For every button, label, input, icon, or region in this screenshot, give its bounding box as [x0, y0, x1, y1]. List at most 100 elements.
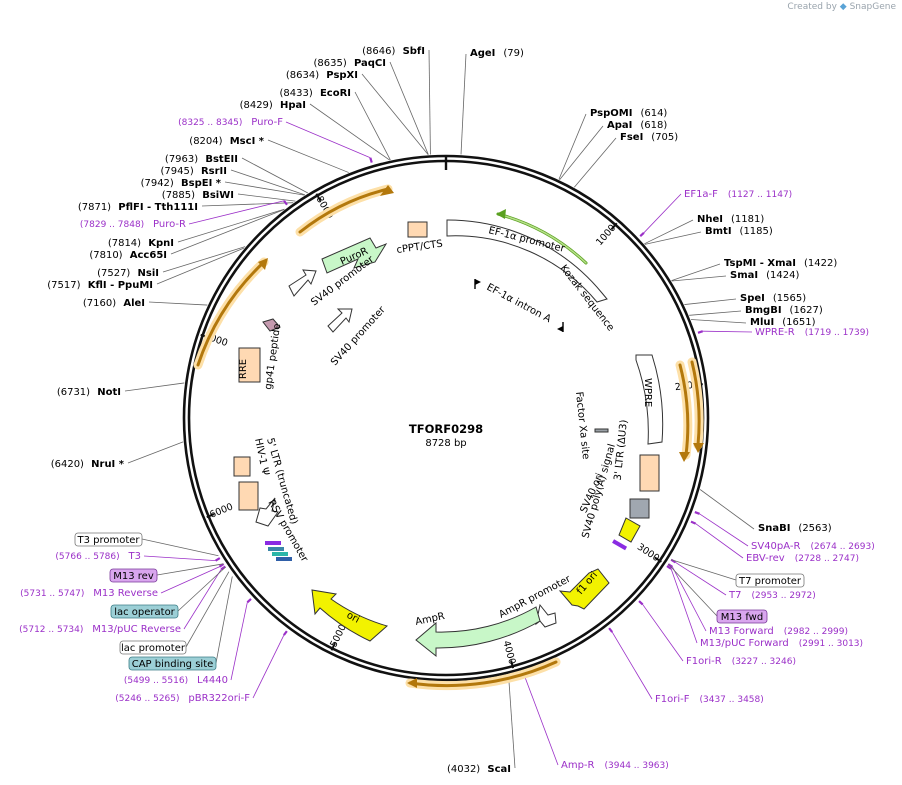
enzyme-name: AgeI	[470, 48, 495, 59]
enzyme-labels: AgeI(79)PspOMI(614)ApaI(618)FseI(705)Nhe…	[47, 46, 837, 775]
orf-arrow-puro-halo	[295, 184, 393, 237]
enzyme-coord: (1565)	[773, 293, 806, 304]
primer-leader-9	[524, 677, 559, 766]
feature-ampr: AmpR	[414, 611, 446, 628]
feature-cppt-cts: cPPT/CTS	[396, 239, 444, 256]
sv40-promoter-shape-1	[288, 269, 317, 297]
enzyme-leader-left-14	[156, 247, 245, 285]
enzyme-label: FseI(705)	[620, 132, 678, 143]
boxed-label-text: T3 promoter	[76, 535, 140, 546]
primer-mark-left-6	[282, 630, 288, 636]
primer-range: (2991 .. 3013)	[799, 639, 863, 649]
primer-range: (5712 .. 5734)	[19, 625, 86, 635]
scale-tick-2	[654, 556, 662, 563]
watermark-brand: SnapGene	[849, 2, 896, 12]
primer-leader-left-4	[183, 569, 222, 630]
primer-mark-1	[697, 330, 704, 334]
intron-flag-start-icon	[475, 279, 481, 285]
primer-name: EBV-rev	[746, 553, 785, 564]
boxed-leader-1	[667, 563, 718, 617]
enzyme-label: TspMI - XmaI(1422)	[724, 258, 837, 269]
scale-tick-0	[610, 222, 618, 230]
primer-leader-7	[642, 604, 684, 662]
enzyme-name: PspXI	[326, 70, 358, 81]
enzyme-coord: (7885)	[162, 190, 198, 201]
primer-leader-2	[699, 513, 749, 547]
enzyme-leader-0	[460, 53, 467, 155]
enzyme-leader-7	[671, 275, 727, 282]
primer-mark-2	[694, 511, 700, 515]
enzyme-label: (4032) ScaI	[447, 764, 511, 775]
enzyme-coord: (1181)	[731, 214, 764, 225]
boxed-leader-3	[156, 563, 224, 576]
enzyme-leader-left-5	[267, 139, 349, 173]
enzyme-label: (7942) BspEI *	[141, 178, 222, 189]
primer-range: (3437 .. 3458)	[699, 695, 763, 705]
enzyme-label: (7945) RsrII	[161, 166, 227, 177]
enzyme-label: (8433) EcoRI	[280, 88, 352, 99]
primer-label: M13 Forward(2982 .. 2999)	[709, 626, 848, 637]
intron-markers	[474, 279, 564, 332]
arrowhead-bottom	[407, 678, 417, 688]
enzyme-label: SnaBI(2563)	[758, 523, 832, 534]
enzyme-coord: (618)	[640, 120, 667, 131]
plasmid-name: TFORF0298	[409, 422, 483, 436]
enzyme-leader-left-11	[177, 208, 285, 243]
enzyme-leader-left-0	[428, 49, 431, 155]
enzyme-leader-8	[684, 298, 737, 305]
enzyme-leader-3	[574, 137, 617, 188]
primer-range: (7829 .. 7848)	[80, 220, 147, 230]
enzyme-coord: (7963)	[165, 154, 201, 165]
primer-leader-5	[672, 566, 707, 632]
primer-mark-3	[690, 520, 697, 525]
enzyme-leader-left-12	[170, 209, 285, 255]
primer-name: WPRE-R	[755, 327, 795, 338]
enzyme-coord: (4032)	[447, 764, 483, 775]
feature-rre: RRE	[238, 359, 249, 379]
enzyme-coord: (8204)	[189, 136, 225, 147]
enzyme-name: NruI *	[91, 459, 125, 470]
primer-name: M13 Reverse	[93, 588, 158, 599]
enzyme-label: (7160) AleI	[83, 298, 145, 309]
enzyme-name: PaqCI	[354, 58, 386, 69]
enzyme-label: (7871) PflFI - Tth111I	[78, 202, 198, 213]
arrowhead-right2	[693, 443, 704, 453]
backbone-inner-ring	[187, 159, 705, 677]
boxed-leader-0	[671, 559, 737, 581]
primer-name: SV40pA-R	[751, 541, 800, 552]
enzyme-coord: (7810)	[89, 250, 125, 261]
primer-label: (5499 .. 5516) L4440	[124, 675, 228, 686]
enzyme-coord: (8429)	[240, 100, 276, 111]
enzyme-coord: (8635)	[314, 58, 350, 69]
primer-range: (3944 .. 3963)	[605, 761, 669, 771]
primer-mark-left-1	[283, 200, 288, 206]
primer-leader-3	[695, 523, 744, 559]
enzyme-label: SmaI(1424)	[730, 270, 799, 281]
arrowhead-puro	[380, 185, 394, 196]
primer-label: SV40pA-R(2674 .. 2693)	[751, 541, 875, 552]
enzyme-name: MscI *	[230, 136, 265, 147]
primer-label: T7(2953 .. 2972)	[728, 590, 816, 601]
primer-leader-left-2	[143, 555, 216, 562]
enzyme-label: (7885) BsiWI	[162, 190, 234, 201]
primer-mark-8	[608, 627, 614, 633]
boxed-label-text: M13 fwd	[721, 612, 763, 623]
enzyme-label: (8634) PspXI	[286, 70, 358, 81]
ori-shape	[311, 589, 389, 642]
feature-wpre: WPRE	[642, 378, 653, 407]
orf-arrowheads	[258, 185, 704, 688]
sv40-ori-shape	[618, 517, 641, 543]
enzyme-name: BmgBI	[745, 305, 782, 316]
enzyme-coord: (6731)	[57, 387, 93, 398]
primer-range: (5766 .. 5786)	[55, 552, 122, 562]
snapgene-logo-icon: ◆	[839, 2, 847, 12]
primer-name: EF1a-F	[684, 189, 718, 200]
enzyme-name: BspEI *	[181, 178, 222, 189]
rsv-promoter-shape	[255, 497, 279, 527]
enzyme-leader-left-9	[237, 193, 296, 202]
enzyme-name: HpaI	[280, 100, 306, 111]
primer-leader-1	[702, 330, 753, 333]
enzyme-leader-11	[699, 489, 755, 530]
primer-label: (8325 .. 8345) Puro-F	[178, 117, 283, 128]
primer-labels: EF1a-F(1127 .. 1147)WPRE-R(1719 .. 1739)…	[19, 117, 875, 771]
